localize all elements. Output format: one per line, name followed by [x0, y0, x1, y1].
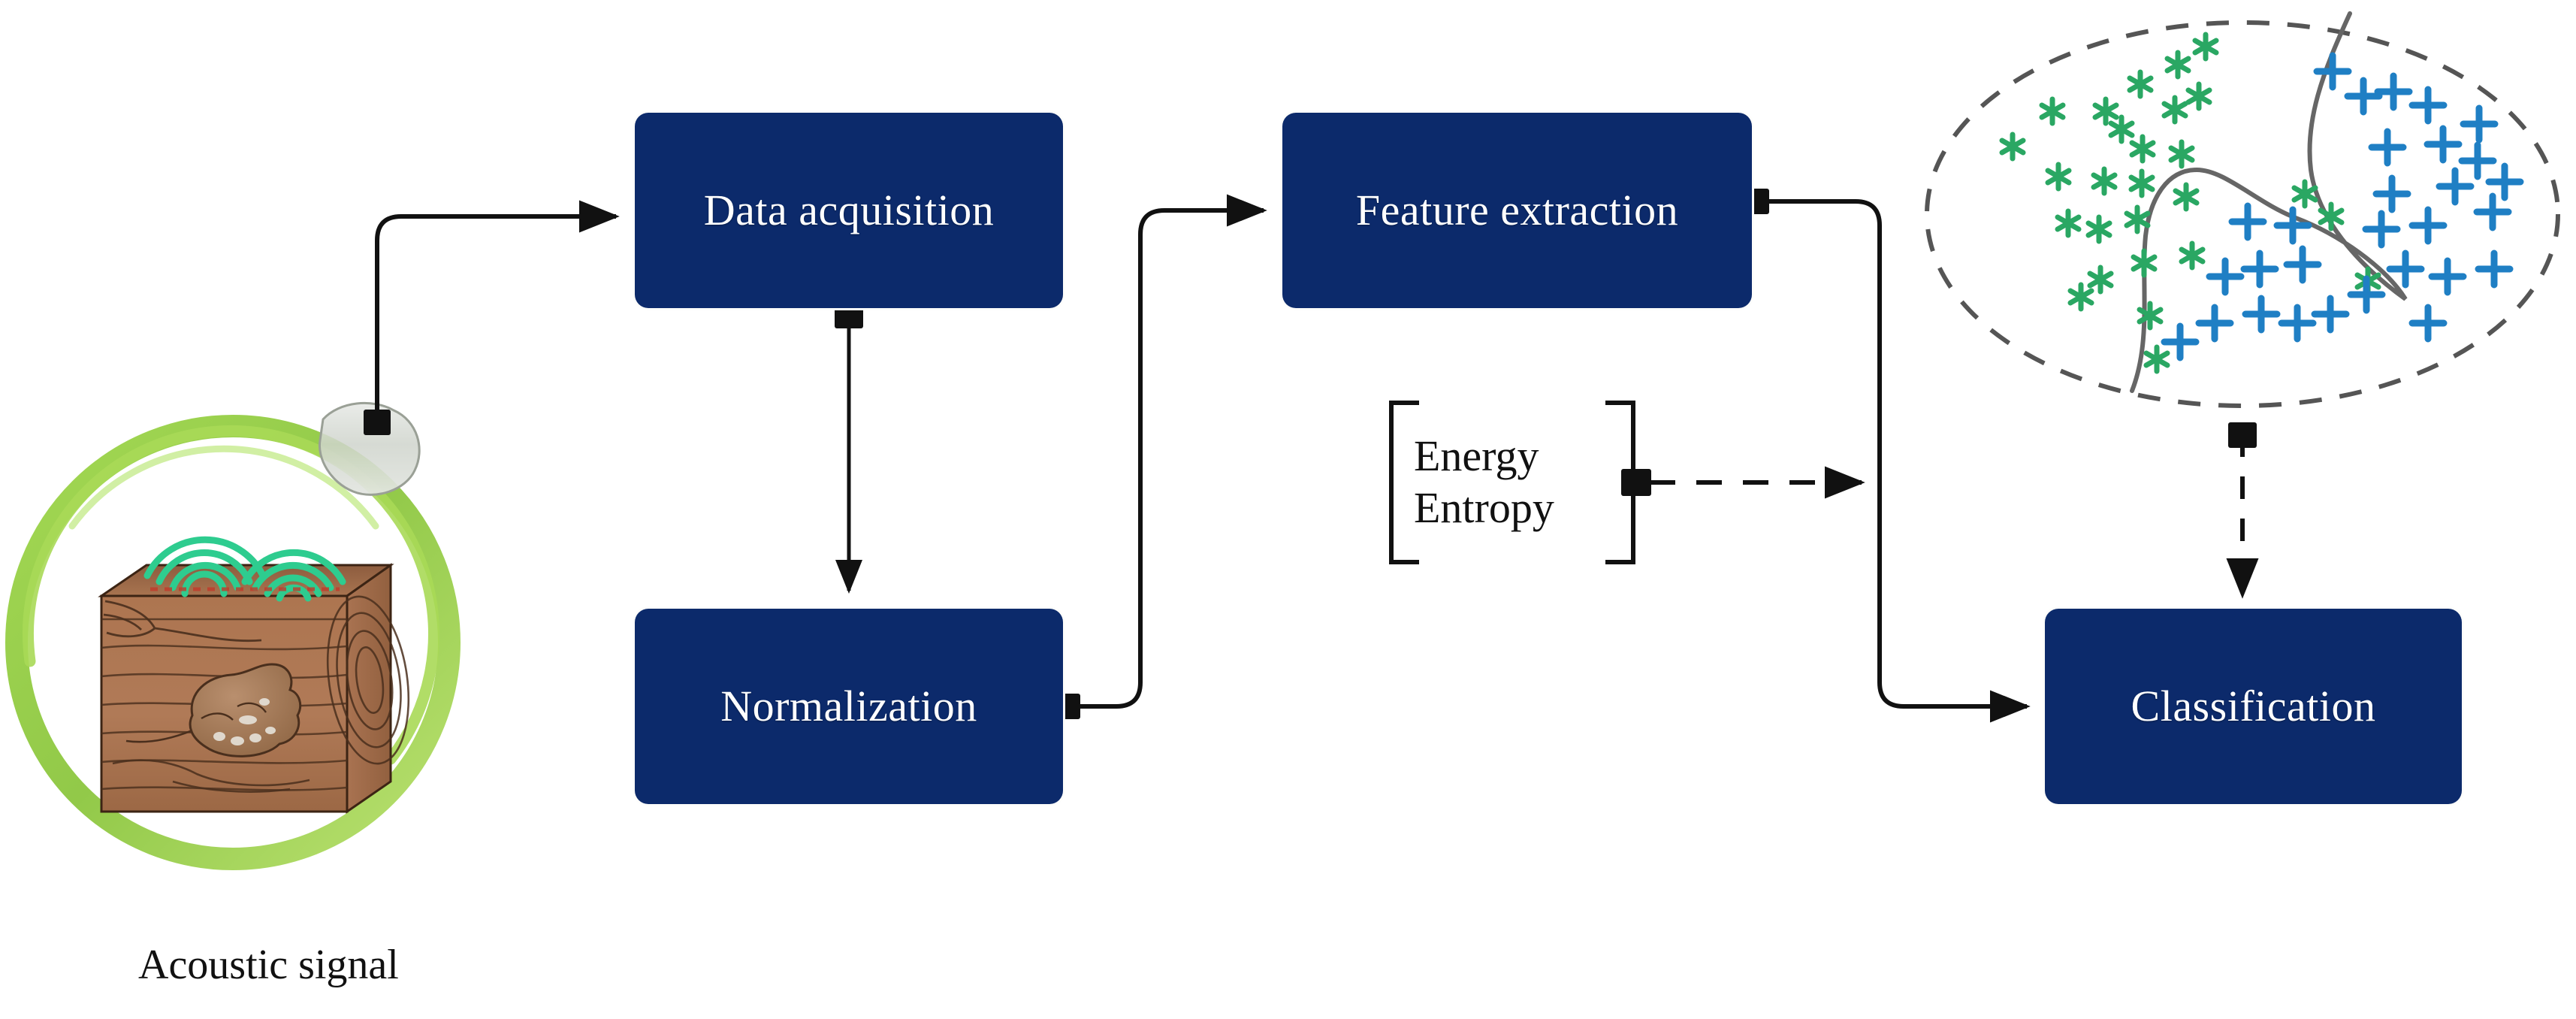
process-box-normalization-label: Normalization: [720, 682, 977, 731]
green-ring-icon: [5, 415, 461, 870]
process-box-classification-label: Classification: [2131, 682, 2376, 731]
feature-item-entropy: Entropy: [1414, 483, 1554, 532]
wood-boring-larva-icon: [125, 663, 302, 757]
connector-feature-extraction-to-classification: [1741, 189, 2031, 723]
process-box-normalization[interactable]: Normalization: [635, 609, 1063, 804]
connector-sensor-to-data-acquisition: [364, 200, 620, 435]
feature-space-scatter: [1925, 11, 2560, 408]
connector-feature-vector-dashed: [1621, 466, 1865, 499]
connector-normalization-to-feature-extraction: [1052, 194, 1267, 719]
class-a-markers: [1999, 32, 2381, 374]
process-box-classification[interactable]: Classification: [2045, 609, 2462, 804]
connector-scatter-to-classification: [2226, 422, 2259, 599]
feature-item-energy: Energy: [1414, 431, 1539, 481]
acoustic-signal-caption: Acoustic signal: [138, 942, 399, 988]
process-box-feature-extraction-label: Feature extraction: [1355, 186, 1679, 235]
connector-data-acquisition-to-normalization: [835, 303, 863, 594]
class-b-markers: [2161, 52, 2524, 361]
scatter-hull-ellipse: [1925, 20, 2560, 408]
connector-layer: [364, 189, 2259, 723]
process-box-feature-extraction[interactable]: Feature extraction: [1282, 113, 1752, 308]
acoustic-waves-icon: [143, 536, 346, 602]
process-box-data-acquisition-label: Data acquisition: [703, 186, 995, 235]
process-box-data-acquisition[interactable]: Data acquisition: [635, 113, 1063, 308]
feature-vector: Energy Entropy: [1388, 397, 1636, 568]
wood-block-icon: [98, 563, 410, 814]
